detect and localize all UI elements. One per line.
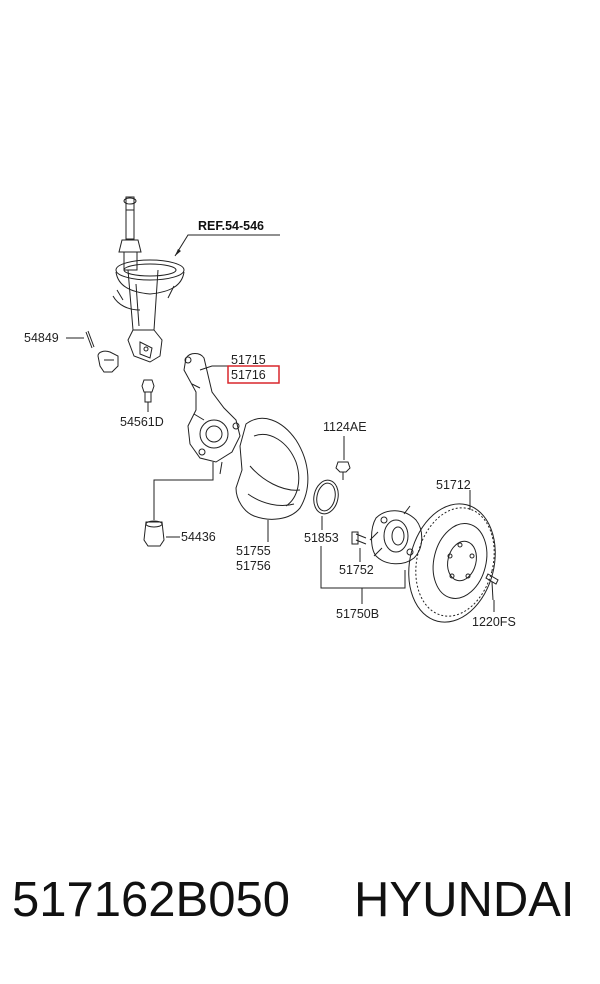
brake-disc: 51712 (408, 478, 496, 623)
ref-callout: REF.54-546 (174, 219, 280, 257)
callout-1220FS: 1220FS (472, 615, 516, 629)
callout-54561D: 54561D (120, 415, 164, 429)
callout-51715: 51715 (231, 353, 266, 367)
callout-54436: 54436 (181, 530, 216, 544)
callout-51716: 51716 (231, 368, 266, 382)
dust-cover: 51755 51756 (235, 417, 309, 573)
part-54561D: 54561D (120, 379, 164, 429)
callout-54849: 54849 (24, 331, 59, 345)
hub-assembly: 51752 51750B (320, 505, 423, 621)
part-54436: 54436 (143, 462, 216, 547)
part-1124AE: 1124AE (323, 420, 367, 480)
brand-name: HYUNDAI (354, 873, 575, 927)
callout-51712: 51712 (436, 478, 471, 492)
ref-label: REF.54-546 (198, 219, 264, 233)
steering-knuckle: 51715 51716 (183, 353, 280, 475)
strut-assembly (112, 196, 185, 363)
callout-51752: 51752 (339, 563, 374, 577)
part-number: 517162B050 (12, 873, 290, 927)
part-1220FS: 1220FS (472, 573, 516, 629)
part-51853: 51853 (304, 479, 339, 545)
callout-51756: 51756 (236, 559, 271, 573)
callout-51853: 51853 (304, 531, 339, 545)
part-54849: 54849 (24, 330, 119, 373)
footer: 517162B050 HYUNDAI (0, 872, 600, 952)
callout-1124AE: 1124AE (323, 420, 367, 434)
callout-51755: 51755 (236, 544, 271, 558)
highlight-box (227, 365, 280, 384)
callout-51750B: 51750B (336, 607, 379, 621)
